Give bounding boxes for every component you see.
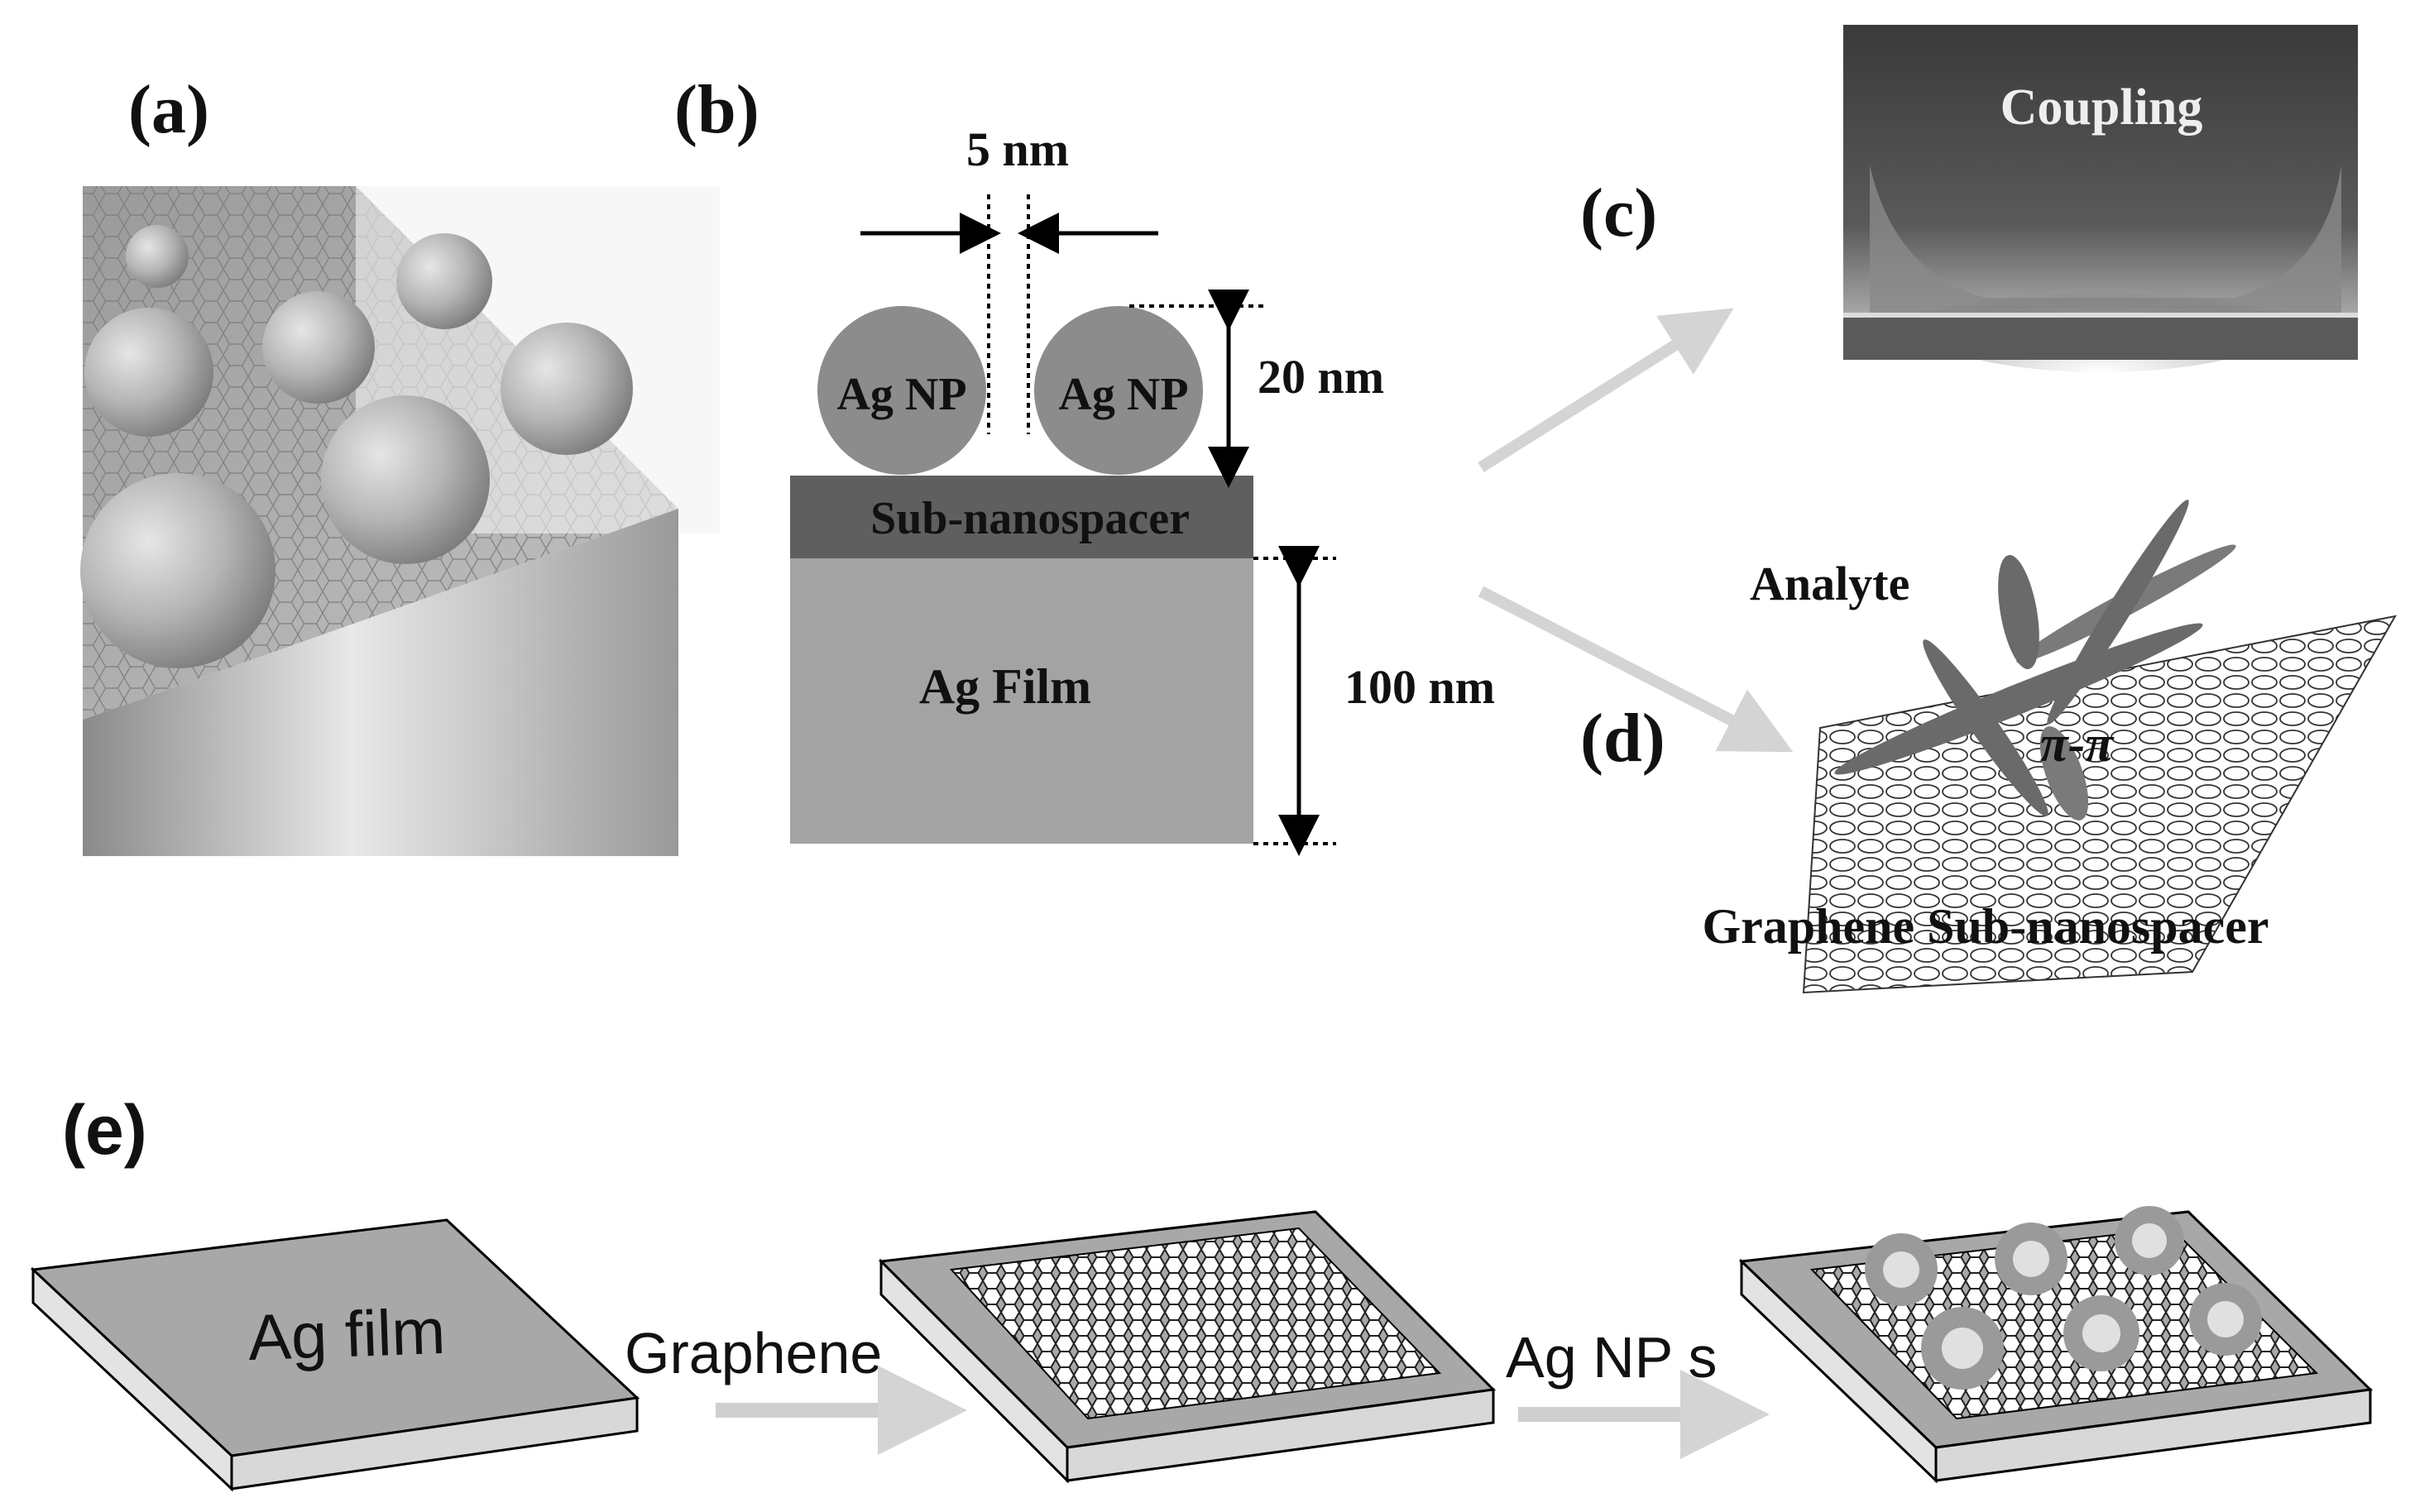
step3-nanoparticle-core: [2132, 1223, 2167, 1258]
np-height-label: 20 nm: [1258, 350, 1384, 404]
analyte-blade: [2047, 500, 2189, 725]
step3-nanoparticle-core: [2013, 1241, 2049, 1277]
coupling-label: Coupling: [2000, 79, 2203, 136]
ag-film-layer: [790, 558, 1253, 844]
ag-film-label: Ag Film: [919, 659, 1091, 714]
ag-np-left-label: Ag NP: [836, 369, 966, 420]
analyte-blade: [1998, 554, 2039, 670]
coupling-substrate-line: [1843, 313, 2358, 318]
step-ag-film: Ag film: [30, 1218, 640, 1492]
film-height-label: 100 nm: [1344, 660, 1495, 714]
panel-c-label: (c): [1580, 175, 1657, 251]
step2-graphene-layer: [949, 1227, 1442, 1420]
ag-np-right: [1034, 306, 1203, 475]
gap-dimension-label: 5 nm: [966, 122, 1069, 176]
panel-b-label: (b): [674, 71, 759, 148]
coupling-substrate: [1843, 314, 2358, 360]
panel-c: (c) Coupling: [1580, 25, 2358, 372]
panel-a-wall: [83, 509, 678, 856]
arrow1-label: Graphene: [625, 1321, 882, 1385]
panel-a-label: (a): [128, 71, 209, 148]
step1-side-face: [230, 1396, 639, 1490]
panel-a-nanoparticle: [321, 395, 490, 564]
panel-a-nanoparticle: [84, 308, 213, 437]
graphene-sub-nanospacer-label: Graphene Sub-nanospacer: [1702, 899, 2269, 954]
arrow-to-c: [1478, 308, 1734, 472]
panel-a-nanoparticle: [262, 291, 375, 404]
panel-a-nanoparticle: [501, 323, 633, 455]
step3-nanoparticle-core: [1942, 1328, 1983, 1369]
graphene-sheet: [1802, 615, 2397, 994]
step3-side-face: [1934, 1388, 2372, 1482]
panel-a-nanoparticle: [80, 473, 275, 668]
panel-d: (d) Analyte π-π Graphene Sub-nanospacer: [1580, 500, 2397, 994]
step3-nanoparticle-core: [2207, 1301, 2244, 1337]
pi-pi-label: π-π: [2040, 716, 2115, 773]
panel-d-label: (d): [1580, 700, 1665, 777]
ag-np-right-label: Ag NP: [1058, 369, 1188, 420]
step3-nanoparticle-core: [2082, 1314, 2120, 1352]
panel-b: (b) 5 nm Ag NP Ag NP Sub-nanospacer Ag F…: [674, 71, 1495, 856]
analyte-label: Analyte: [1750, 557, 1909, 610]
ag-np-left: [817, 306, 986, 475]
panel-a-nanoparticle: [396, 233, 492, 329]
step3-nanoparticle-core: [1883, 1251, 1919, 1288]
panel-a-nanoparticle: [126, 225, 189, 288]
panel-e: (e) Ag film Graphene Ag NP s: [30, 1091, 2374, 1492]
arrow-to-d: [1478, 586, 1794, 753]
step-ag-nps: [1738, 1206, 2374, 1484]
arrow2-label: Ag NP s: [1506, 1325, 1718, 1390]
sub-nanospacer-label: Sub-nanospacer: [870, 493, 1190, 544]
step-graphene: [878, 1210, 1497, 1484]
sub-nanospacer-layer: [790, 476, 1253, 558]
step1-label: Ag film: [247, 1294, 446, 1374]
panel-e-label: (e): [62, 1091, 147, 1169]
step2-side-face: [1066, 1388, 1495, 1482]
analyte-blade: [1923, 639, 2048, 816]
panel-a: (a): [80, 71, 720, 856]
analyte-blade: [1834, 623, 2203, 775]
analyte-blade: [2039, 726, 2089, 821]
step3-nanoparticles: [1865, 1206, 2262, 1390]
